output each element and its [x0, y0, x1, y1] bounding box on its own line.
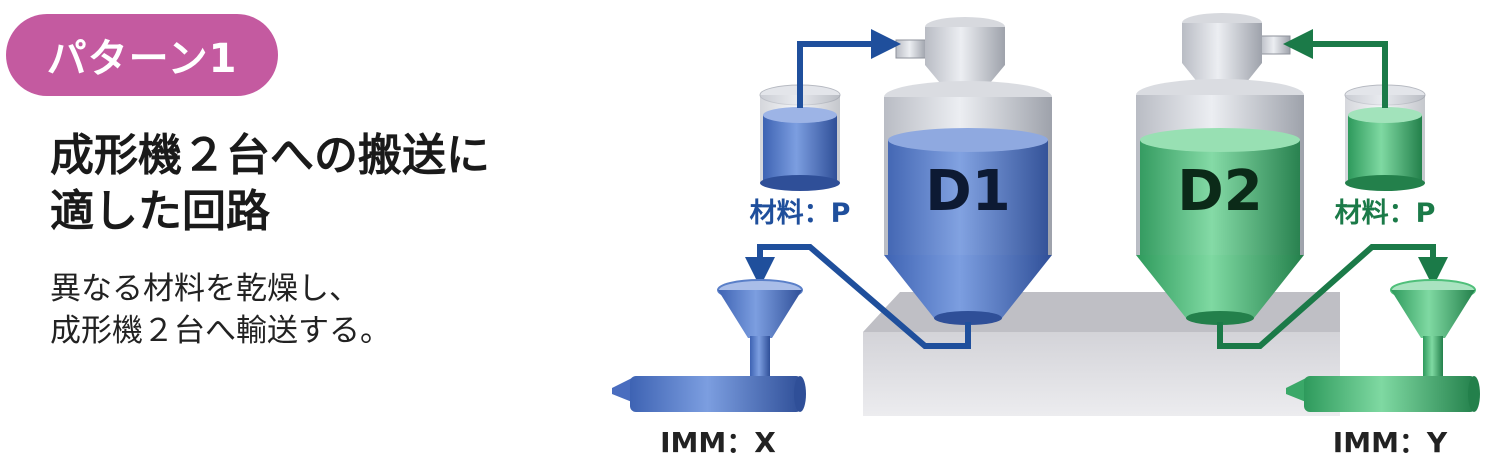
discharge-line-left: [745, 244, 971, 349]
pattern-badge: パターン1: [6, 14, 278, 96]
dryer-d1-label: D1: [925, 159, 1010, 224]
title-line-1: 成形機２台への搬送に: [50, 130, 490, 181]
material-right-label: 材料：P: [1335, 198, 1436, 229]
dryer-d2: D2: [1136, 13, 1304, 325]
imm-x: [612, 279, 806, 412]
imm-left-label: IMM：X: [660, 426, 776, 459]
material-left-label: 材料：P: [750, 198, 851, 229]
discharge-line-right: [1217, 244, 1448, 349]
dryer-d2-label: D2: [1177, 159, 1262, 224]
description-line-1: 異なる材料を乾燥し、: [50, 271, 360, 307]
pattern-badge-label: パターン1: [46, 36, 238, 82]
dryer-d1: D1: [884, 17, 1052, 325]
title-line-2: 適した回路: [50, 186, 270, 237]
description-line-2: 成形機２台へ輸送する。: [50, 313, 391, 349]
conveying-circuit-diagram: D1 D2 材料：P 材料：P: [612, 13, 1480, 459]
description: 異なる材料を乾燥し、 成形機２台へ輸送する。: [50, 268, 610, 352]
imm-y: [1286, 279, 1480, 412]
supply-line-right: [1283, 29, 1388, 108]
imm-right-label: IMM：Y: [1333, 426, 1448, 459]
page-title: 成形機２台への搬送に 適した回路: [50, 128, 610, 240]
supply-line-left: [797, 29, 901, 108]
